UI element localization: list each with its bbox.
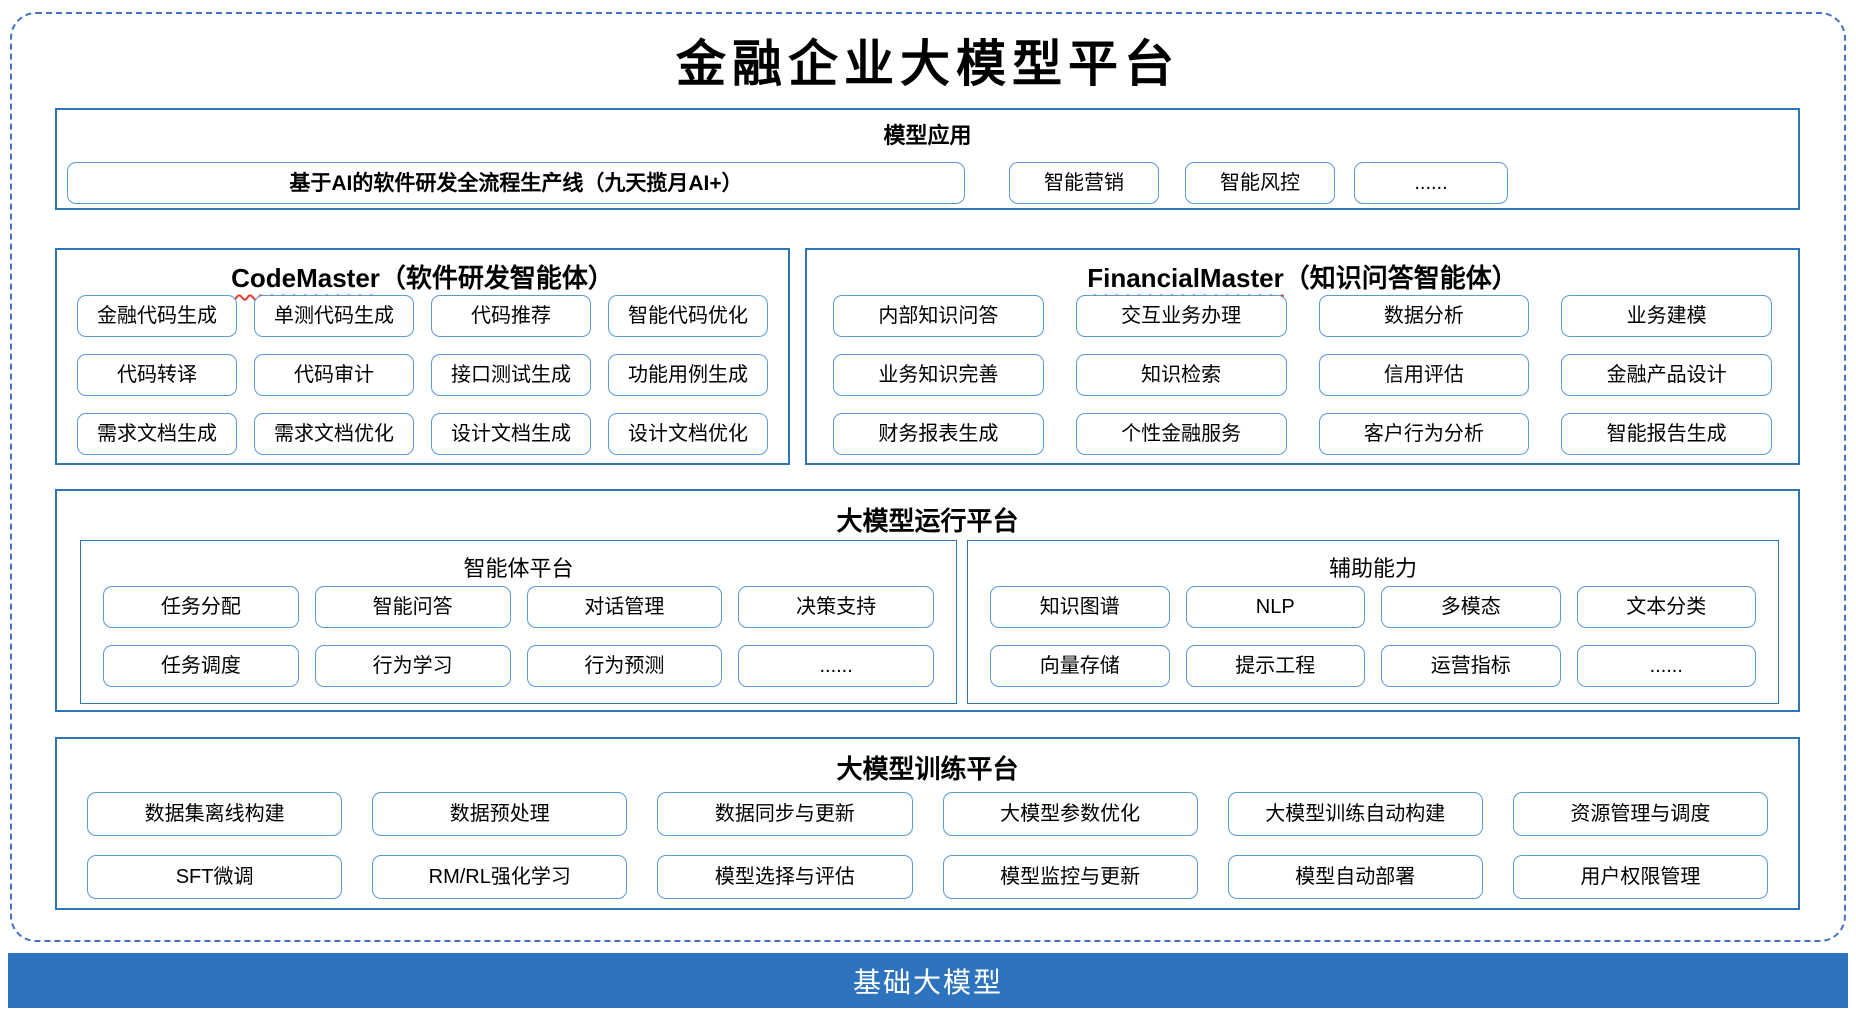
auxiliary-chip: 提示工程 bbox=[1185, 645, 1365, 687]
financialmaster-chip: 数据分析 bbox=[1318, 295, 1530, 337]
financialmaster-header: FinancialMaster（知识问答智能体） bbox=[807, 258, 1798, 295]
runtime-platform-title: 大模型运行平台 bbox=[836, 506, 1019, 536]
codemaster-grid: 金融代码生成 单测代码生成 代码推荐 智能代码优化 代码转译 代码审计 接口测试… bbox=[77, 295, 768, 455]
training-platform-grid: 数据集离线构建 数据预处理 数据同步与更新 大模型参数优化 大模型训练自动构建 … bbox=[87, 792, 1768, 899]
financialmaster-chip: 信用评估 bbox=[1318, 354, 1530, 396]
auxiliary-capability-box: 辅助能力 知识图谱 NLP 多模态 文本分类 向量存储 提示工程 运营指标 ..… bbox=[967, 540, 1779, 704]
codemaster-chip: 设计文档生成 bbox=[431, 413, 591, 455]
auxiliary-chip: 多模态 bbox=[1381, 586, 1561, 628]
training-chip: 模型选择与评估 bbox=[657, 855, 913, 899]
codemaster-chip: 需求文档优化 bbox=[254, 413, 414, 455]
auxiliary-chip: 运营指标 bbox=[1381, 645, 1561, 687]
agent-platform-chip: 智能问答 bbox=[314, 586, 511, 628]
codemaster-name: CodeMaster bbox=[231, 263, 380, 293]
training-platform-panel: 大模型训练平台 数据集离线构建 数据预处理 数据同步与更新 大模型参数优化 大模… bbox=[55, 737, 1800, 910]
training-chip: 大模型参数优化 bbox=[942, 792, 1198, 836]
financialmaster-panel: FinancialMaster（知识问答智能体） 内部知识问答 交互业务办理 数… bbox=[805, 248, 1800, 465]
model-app-chip: 智能营销 bbox=[1009, 162, 1159, 204]
training-chip: 模型监控与更新 bbox=[942, 855, 1198, 899]
auxiliary-chip: 文本分类 bbox=[1576, 586, 1756, 628]
codemaster-chip: 智能代码优化 bbox=[608, 295, 768, 337]
training-chip: RM/RL强化学习 bbox=[372, 855, 628, 899]
financialmaster-chip: 交互业务办理 bbox=[1075, 295, 1287, 337]
financialmaster-chip: 客户行为分析 bbox=[1318, 413, 1530, 455]
codemaster-chip: 代码推荐 bbox=[431, 295, 591, 337]
auxiliary-chip: NLP bbox=[1185, 586, 1365, 628]
codemaster-chip: 接口测试生成 bbox=[431, 354, 591, 396]
financialmaster-name: FinancialMaster bbox=[1087, 263, 1284, 293]
codemaster-chip: 需求文档生成 bbox=[77, 413, 237, 455]
auxiliary-capability-grid: 知识图谱 NLP 多模态 文本分类 向量存储 提示工程 运营指标 ...... bbox=[990, 586, 1756, 687]
codemaster-chip: 单测代码生成 bbox=[254, 295, 414, 337]
outer-dashed-border bbox=[10, 12, 1846, 942]
model-app-chip: ...... bbox=[1354, 162, 1508, 204]
training-chip: 大模型训练自动构建 bbox=[1227, 792, 1483, 836]
financialmaster-chip: 业务建模 bbox=[1561, 295, 1772, 337]
codemaster-chip: 代码转译 bbox=[77, 354, 237, 396]
diagram-title: 金融企业大模型平台 bbox=[676, 34, 1180, 93]
agent-platform-chip: 任务调度 bbox=[103, 645, 299, 687]
auxiliary-chip: ...... bbox=[1576, 645, 1756, 687]
training-chip: 资源管理与调度 bbox=[1512, 792, 1768, 836]
training-chip: 数据集离线构建 bbox=[87, 792, 343, 836]
financialmaster-chip: 个性金融服务 bbox=[1075, 413, 1287, 455]
auxiliary-capability-title: 辅助能力 bbox=[1328, 556, 1417, 581]
auxiliary-chip: 知识图谱 bbox=[990, 586, 1170, 628]
pipeline-chip: 基于AI的软件研发全流程生产线（九天揽月AI+） bbox=[67, 162, 965, 204]
base-model-label: 基础大模型 bbox=[852, 966, 1003, 998]
training-chip: 数据同步与更新 bbox=[657, 792, 913, 836]
agent-platform-chip: 行为预测 bbox=[526, 645, 723, 687]
financialmaster-chip: 知识检索 bbox=[1075, 354, 1287, 396]
codemaster-chip: 设计文档优化 bbox=[608, 413, 768, 455]
runtime-platform-panel: 大模型运行平台 智能体平台 任务分配 智能问答 对话管理 决策支持 任务调度 行… bbox=[55, 489, 1800, 712]
financialmaster-grid: 内部知识问答 交互业务办理 数据分析 业务建模 业务知识完善 知识检索 信用评估… bbox=[833, 295, 1772, 455]
agent-platform-chip: 对话管理 bbox=[526, 586, 723, 628]
auxiliary-chip: 向量存储 bbox=[990, 645, 1170, 687]
financialmaster-chip: 金融产品设计 bbox=[1561, 354, 1772, 396]
agent-platform-box: 智能体平台 任务分配 智能问答 对话管理 决策支持 任务调度 行为学习 行为预测… bbox=[80, 540, 957, 704]
financialmaster-chip: 智能报告生成 bbox=[1561, 413, 1772, 455]
codemaster-header: CodeMaster（软件研发智能体） bbox=[57, 258, 788, 295]
codemaster-chip: 代码审计 bbox=[254, 354, 414, 396]
financialmaster-chip: 业务知识完善 bbox=[833, 354, 1044, 396]
agent-platform-chip: 决策支持 bbox=[738, 586, 934, 628]
model-app-chip: 智能风控 bbox=[1185, 162, 1335, 204]
training-chip: 用户权限管理 bbox=[1512, 855, 1768, 899]
codemaster-subtitle: （软件研发智能体） bbox=[379, 263, 614, 293]
financialmaster-chip: 财务报表生成 bbox=[833, 413, 1044, 455]
codemaster-chip: 功能用例生成 bbox=[608, 354, 768, 396]
training-chip: 模型自动部署 bbox=[1227, 855, 1483, 899]
financialmaster-subtitle: （知识问答智能体） bbox=[1283, 263, 1518, 293]
codemaster-panel: CodeMaster（软件研发智能体） 金融代码生成 单测代码生成 代码推荐 智… bbox=[55, 248, 790, 465]
codemaster-chip: 金融代码生成 bbox=[77, 295, 237, 337]
agent-platform-grid: 任务分配 智能问答 对话管理 决策支持 任务调度 行为学习 行为预测 .....… bbox=[103, 586, 934, 687]
agent-platform-chip: 任务分配 bbox=[103, 586, 299, 628]
model-application-panel: 模型应用 基于AI的软件研发全流程生产线（九天揽月AI+） 智能营销 智能风控 … bbox=[55, 108, 1800, 210]
training-platform-title: 大模型训练平台 bbox=[836, 754, 1019, 784]
agent-platform-chip: ...... bbox=[738, 645, 934, 687]
training-chip: SFT微调 bbox=[87, 855, 343, 899]
agent-platform-title: 智能体平台 bbox=[463, 556, 574, 581]
base-model-bar: 基础大模型 bbox=[8, 953, 1848, 1008]
model-application-title: 模型应用 bbox=[883, 123, 972, 148]
agent-platform-chip: 行为学习 bbox=[314, 645, 511, 687]
financialmaster-chip: 内部知识问答 bbox=[833, 295, 1044, 337]
training-chip: 数据预处理 bbox=[372, 792, 628, 836]
